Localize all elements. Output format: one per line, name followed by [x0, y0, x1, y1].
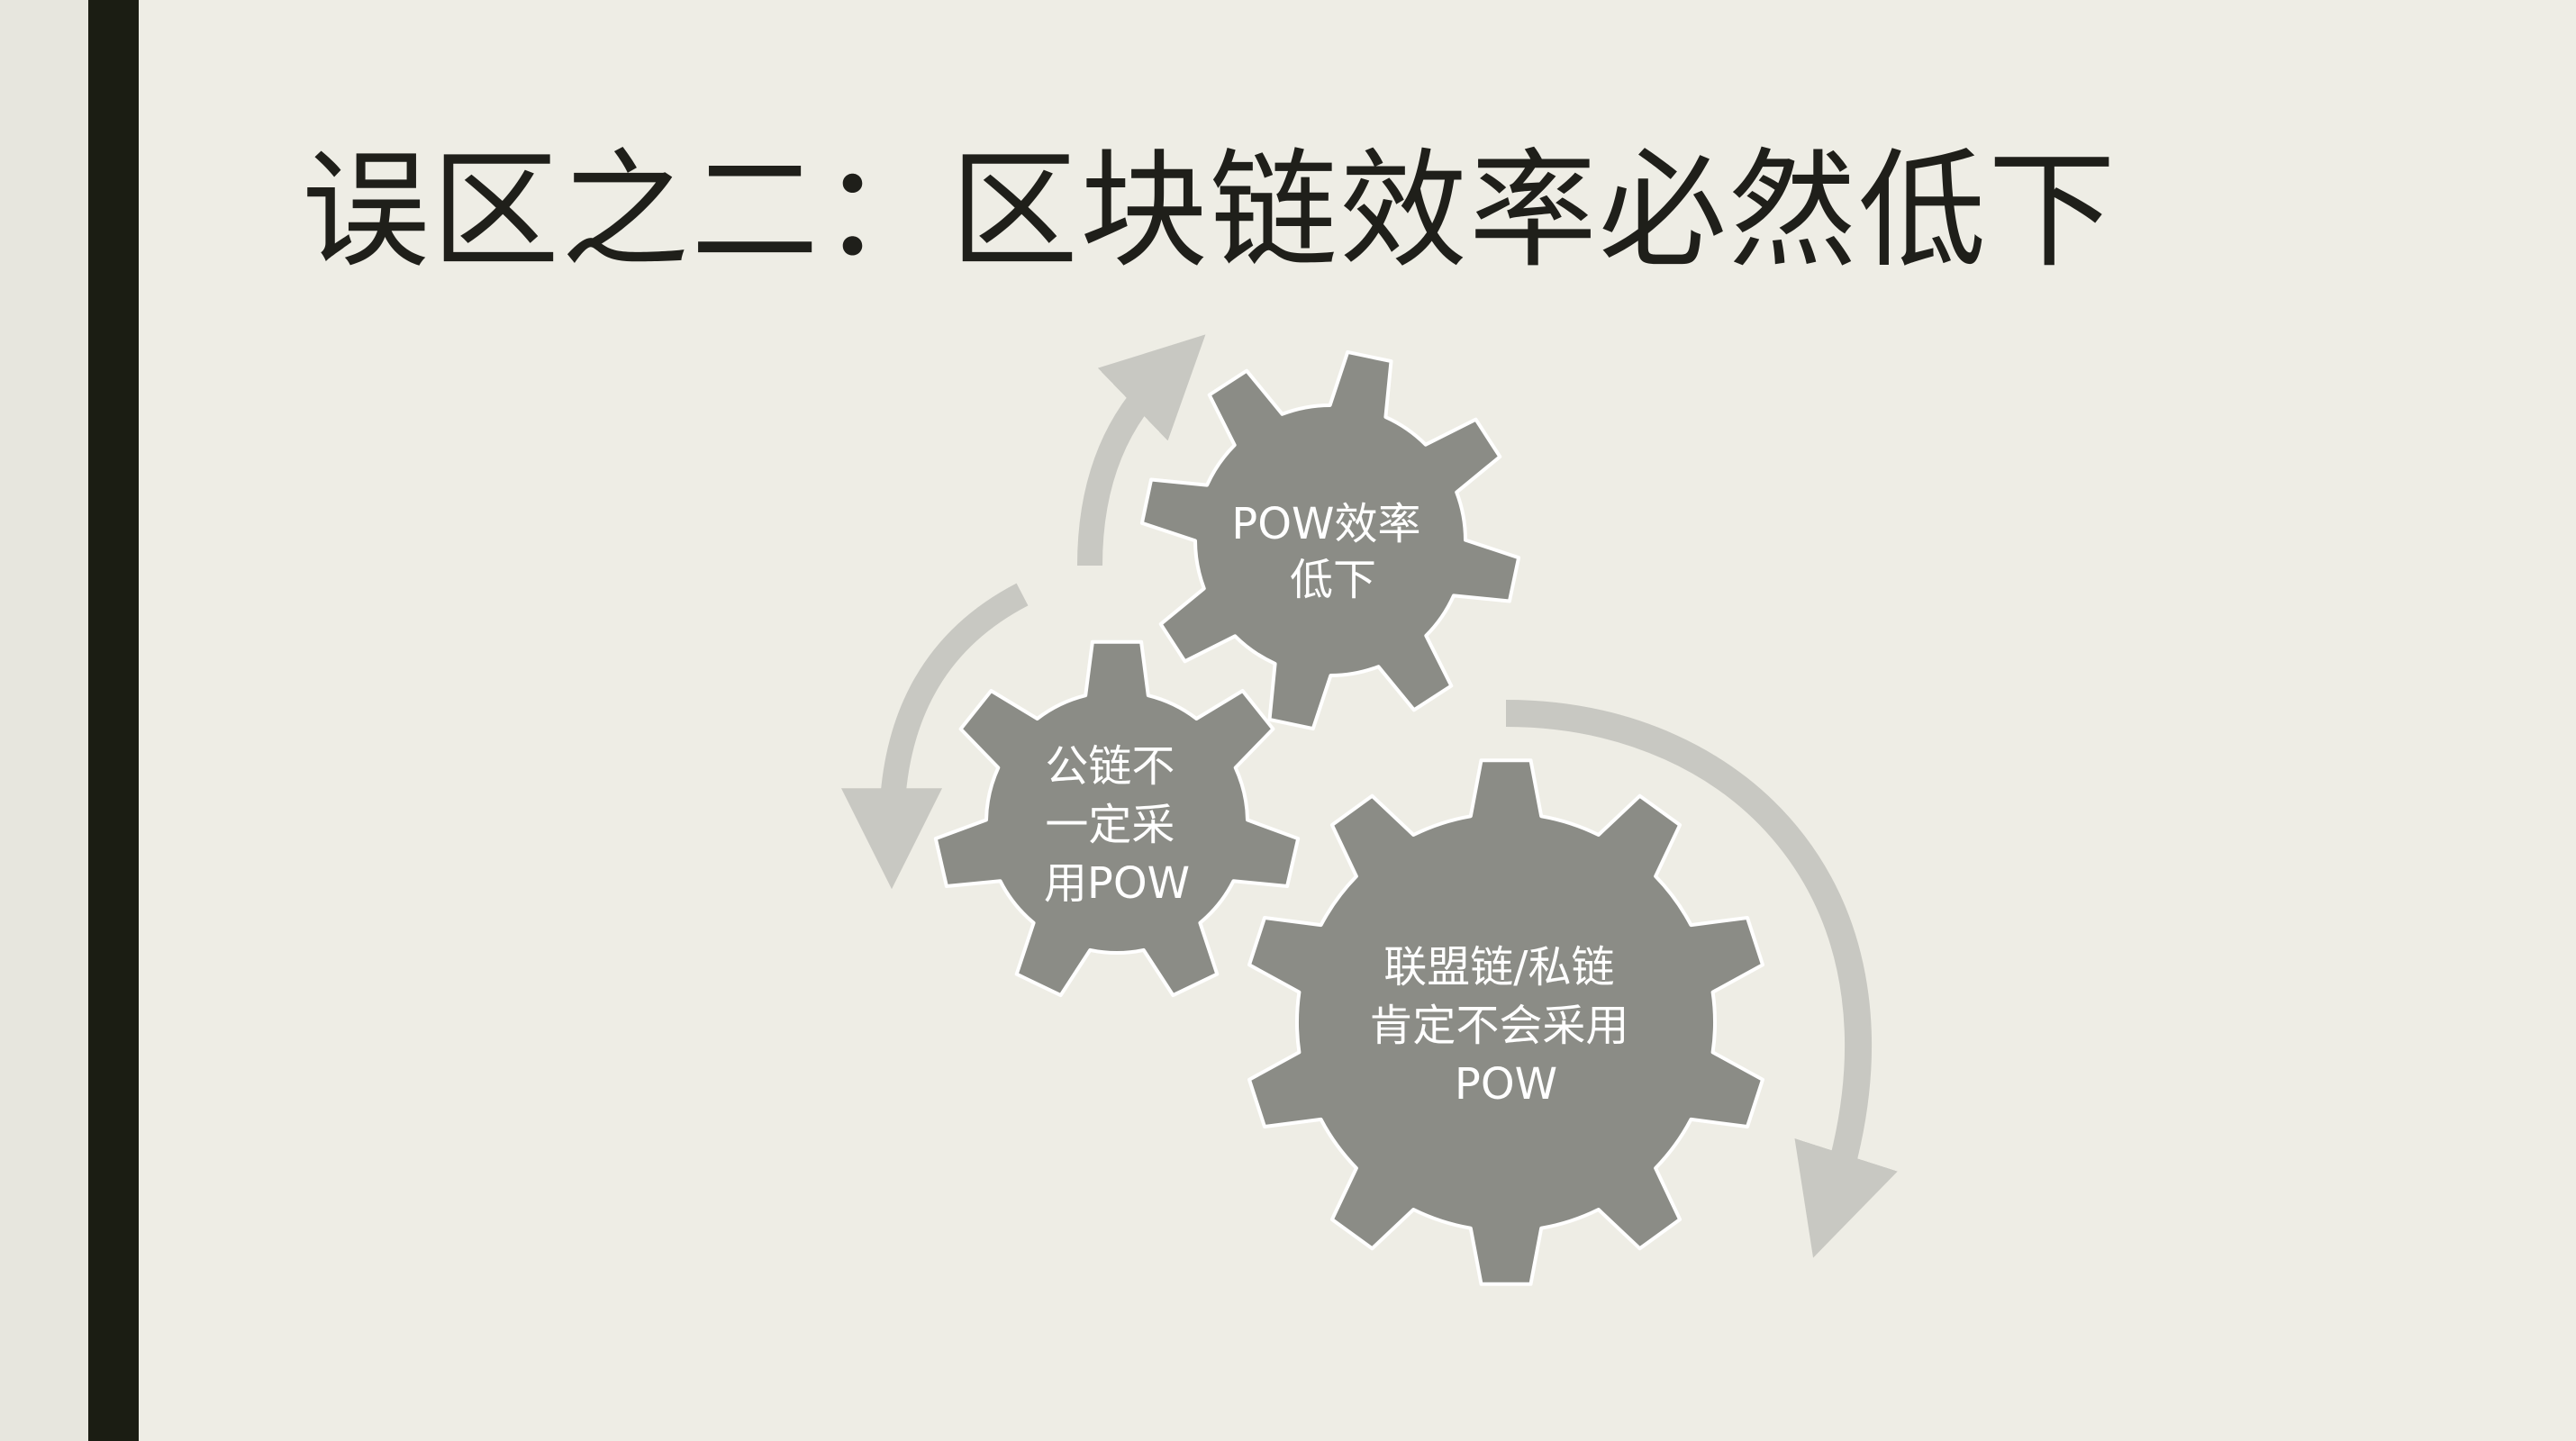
arrow-left-curve — [841, 583, 1029, 890]
slide-title: 误区之二：区块链效率必然低下 — [302, 137, 2118, 285]
gear-large-label-line-2: 肯定不会采用 — [1369, 1001, 1628, 1051]
gear-large-label: 联盟链/私链 肯定不会采用 POW — [1369, 942, 1642, 1110]
gear-top: POW效率 低下 — [1139, 349, 1521, 731]
gear-top-label: POW效率 低下 — [1231, 499, 1434, 605]
gear-left-label-line-2: 一定采 — [1045, 800, 1175, 850]
gear-large-label-line-1: 联盟链/私链 — [1383, 942, 1614, 992]
gear-large: 联盟链/私链 肯定不会采用 POW — [1247, 758, 1764, 1286]
arrow-right-curve — [1505, 700, 1898, 1258]
gear-top-label-line-2: 低下 — [1290, 555, 1376, 605]
gear-left: 公链不 一定采 用POW — [933, 639, 1301, 998]
gear-left-label: 公链不 一定采 用POW — [1044, 741, 1190, 909]
gear-left-shape — [933, 639, 1301, 998]
gear-left-label-line-1: 公链不 — [1045, 741, 1175, 792]
gear-top-shape — [1139, 349, 1521, 731]
gear-top-label-line-1: POW效率 — [1231, 499, 1420, 549]
gear-large-shape — [1247, 758, 1764, 1286]
arrow-top-curve — [1077, 334, 1206, 566]
gear-left-label-line-3: 用POW — [1044, 858, 1190, 909]
gear-large-label-line-3: POW — [1455, 1059, 1557, 1110]
left-margin-strip — [0, 0, 88, 1441]
accent-bar — [88, 0, 139, 1441]
